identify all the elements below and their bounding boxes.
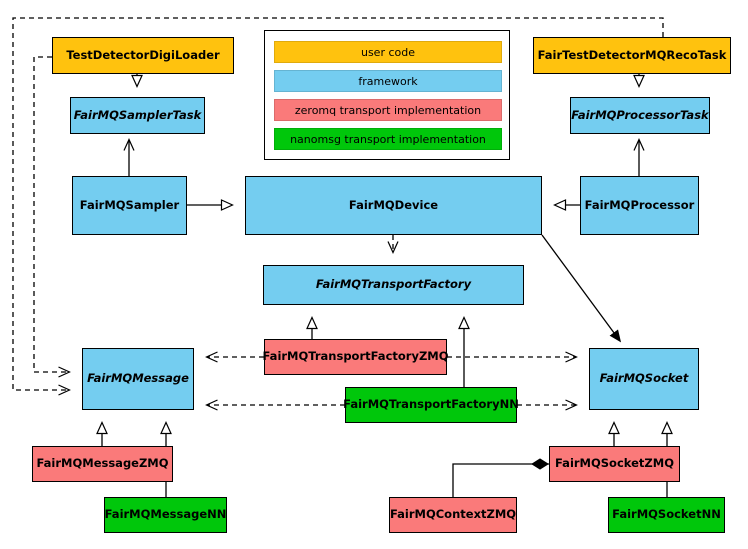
class-node-FairMQSocket[interactable]: FairMQSocket: [589, 348, 699, 410]
class-node-FairMQProcessorTask[interactable]: FairMQProcessorTask: [570, 97, 710, 134]
class-node-FairTestDetectorMQRecoTask[interactable]: FairTestDetectorMQRecoTask: [533, 37, 731, 74]
class-node-FairMQSamplerTask[interactable]: FairMQSamplerTask: [70, 97, 205, 134]
class-node-FairMQTransportFactoryNN[interactable]: FairMQTransportFactoryNN: [343, 387, 519, 423]
class-node-FairMQTransportFactory[interactable]: FairMQTransportFactory: [263, 265, 524, 305]
class-node-FairMQMessage[interactable]: FairMQMessage: [82, 348, 194, 410]
class-node-label: FairMQMessage: [87, 371, 189, 386]
class-node-label: FairMQSocketZMQ: [555, 456, 674, 471]
class-node-label: FairMQDevice: [348, 197, 439, 212]
legend-label: nanomsg transport implementation: [290, 132, 486, 146]
legend-item-framework: framework: [274, 70, 502, 92]
class-node-FairMQSampler[interactable]: FairMQSampler: [72, 176, 187, 235]
class-node-label: FairMQSamplerTask: [73, 107, 202, 122]
class-node-FairMQSocketNN[interactable]: FairMQSocketNN: [608, 497, 725, 533]
legend-item-zeromq: zeromq transport implementation: [274, 99, 502, 121]
class-node-label: FairMQProcessor: [584, 197, 695, 212]
class-node-label: FairMQTransportFactoryZMQ: [262, 349, 449, 364]
edge-device-socket: [541, 234, 622, 343]
class-node-label: FairMQTransportFactoryNN: [343, 397, 519, 412]
class-node-FairMQMessageNN[interactable]: FairMQMessageNN: [104, 497, 227, 533]
legend-item-nanomsg: nanomsg transport implementation: [274, 128, 502, 150]
class-node-FairMQTransportFactoryZMQ[interactable]: FairMQTransportFactoryZMQ: [262, 339, 449, 375]
edge-digiloader-message: [33, 56, 71, 378]
class-node-label: FairMQContextZMQ: [389, 507, 517, 522]
class-node-label: FairMQSocket: [599, 371, 689, 386]
class-node-label: FairTestDetectorMQRecoTask: [537, 47, 727, 62]
legend-label: user code: [360, 45, 416, 59]
class-node-FairMQContextZMQ[interactable]: FairMQContextZMQ: [389, 497, 517, 533]
class-node-FairMQMessageZMQ[interactable]: FairMQMessageZMQ: [32, 446, 173, 482]
edge-contextzmq-socketzmq: [452, 458, 549, 497]
edge-recotask-message: [12, 17, 664, 396]
legend-label: zeromq transport implementation: [294, 103, 482, 117]
class-node-FairMQProcessor[interactable]: FairMQProcessor: [580, 176, 699, 235]
class-node-label: FairMQMessageZMQ: [36, 456, 169, 471]
class-node-TestDetectorDigiLoader[interactable]: TestDetectorDigiLoader: [52, 37, 234, 74]
class-node-label: TestDetectorDigiLoader: [66, 47, 220, 62]
class-node-FairMQDevice[interactable]: FairMQDevice: [245, 176, 542, 235]
class-node-FairMQSocketZMQ[interactable]: FairMQSocketZMQ: [549, 446, 680, 482]
class-node-label: FairMQSocketNN: [612, 507, 721, 522]
class-node-label: FairMQProcessorTask: [571, 107, 709, 122]
legend-item-user-code: user code: [274, 41, 502, 63]
class-node-label: FairMQSampler: [79, 197, 180, 212]
class-node-label: FairMQMessageNN: [104, 507, 227, 522]
color-legend: user code framework zeromq transport imp…: [264, 30, 510, 160]
class-node-label: FairMQTransportFactory: [315, 277, 472, 292]
legend-label: framework: [358, 74, 418, 88]
